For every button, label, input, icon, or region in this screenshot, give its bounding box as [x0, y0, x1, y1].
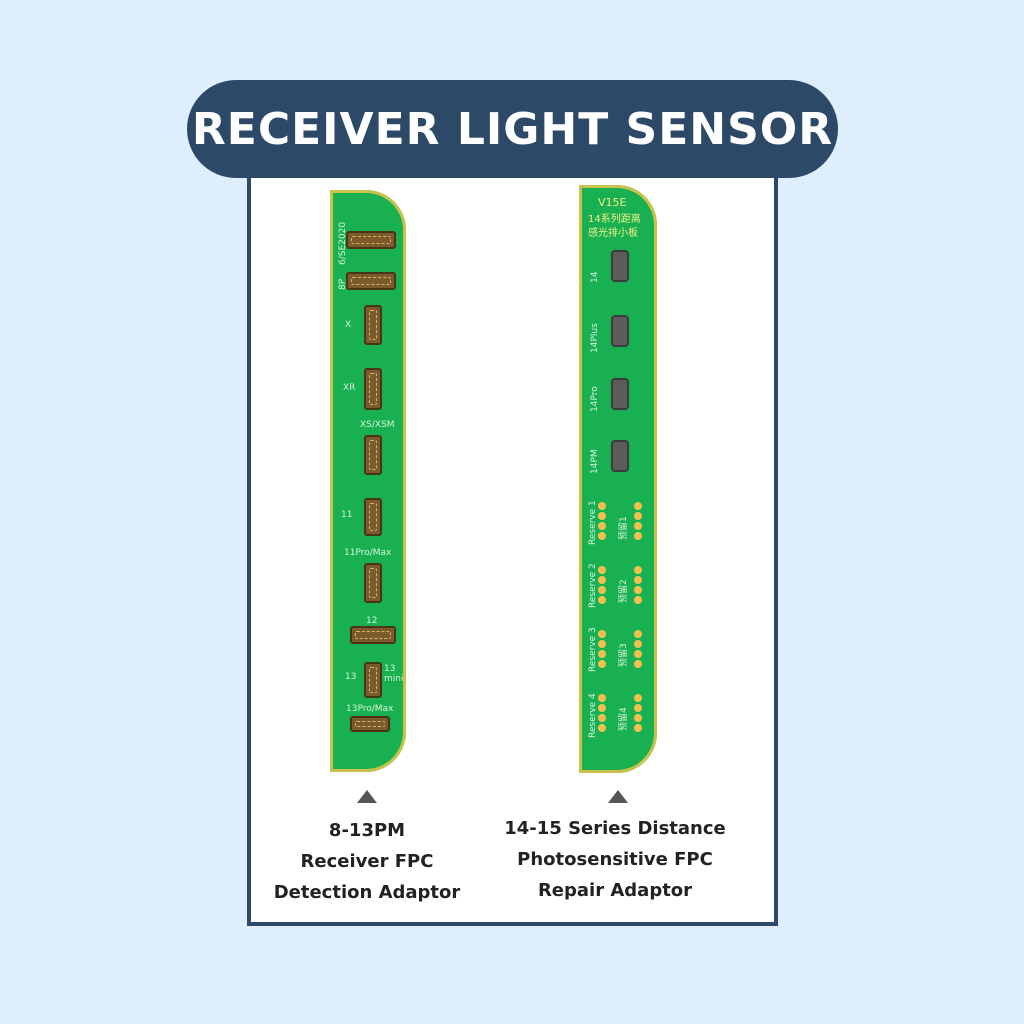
board-label: 6/SE2020: [338, 221, 348, 265]
solder-pad: [634, 630, 642, 638]
left-caption: 8-13PM Receiver FPC Detection Adaptor: [262, 815, 472, 908]
caption-line: Repair Adaptor: [537, 880, 693, 901]
board-label: X: [345, 320, 352, 330]
board-label: 14Plus: [590, 323, 600, 353]
connector-11pro: [364, 563, 382, 603]
caption-line: Photosensitive FPC: [517, 849, 713, 870]
solder-pad: [598, 502, 606, 510]
board-label: 13Pro/Max: [346, 704, 394, 714]
pad-label: 预留3: [619, 643, 629, 667]
product-panel: [247, 160, 778, 926]
solder-pad: [634, 532, 642, 540]
solder-pad: [598, 630, 606, 638]
solder-pad: [598, 660, 606, 668]
solder-pad: [634, 576, 642, 584]
solder-pad: [598, 724, 606, 732]
board-label: 13 mini: [384, 664, 404, 684]
solder-pad: [598, 694, 606, 702]
caption-line: Receiver FPC: [300, 851, 434, 872]
solder-pad: [598, 714, 606, 722]
solder-pad: [598, 650, 606, 658]
solder-pad: [598, 576, 606, 584]
solder-pad: [634, 502, 642, 510]
page-title: RECEIVER LIGHT SENSOR: [187, 80, 838, 178]
board-label: 11Pro/Max: [344, 548, 392, 558]
board-label: Reserve 4: [588, 693, 598, 738]
solder-pad: [598, 596, 606, 604]
slot-14pm: [611, 440, 629, 472]
connector-x: [364, 305, 382, 345]
board-label: Reserve 1: [588, 500, 598, 545]
connector-13pro: [350, 716, 390, 732]
up-arrow-icon: [608, 790, 628, 803]
board-label: Reserve 3: [588, 627, 598, 672]
board-label: 11: [341, 510, 353, 520]
right-caption: 14-15 Series Distance Photosensitive FPC…: [495, 813, 735, 906]
slot-14: [611, 250, 629, 282]
solder-pad: [598, 704, 606, 712]
caption-line: Detection Adaptor: [273, 882, 461, 903]
connector-12: [350, 626, 396, 644]
solder-pad: [634, 714, 642, 722]
connector-6se: [346, 231, 396, 249]
connector-8p: [346, 272, 396, 290]
solder-pad: [634, 596, 642, 604]
connector-xs: [364, 435, 382, 475]
pad-label: 预留2: [619, 579, 629, 603]
solder-pad: [598, 586, 606, 594]
board-header: 14系列距离: [588, 214, 641, 225]
pad-label: 预留4: [619, 707, 629, 731]
board-label: XS/XSM: [360, 420, 395, 430]
solder-pad: [598, 532, 606, 540]
board-label: 13: [345, 672, 357, 682]
board-label: 14: [590, 271, 600, 283]
caption-line: 14-15 Series Distance: [504, 818, 726, 839]
pad-label: 预留1: [619, 516, 629, 540]
solder-pad: [634, 660, 642, 668]
board-label: 14Pro: [590, 386, 600, 412]
connector-13: [364, 662, 382, 698]
solder-pad: [598, 566, 606, 574]
connector-11: [364, 498, 382, 536]
board-label: 14PM: [590, 449, 600, 474]
up-arrow-icon: [357, 790, 377, 803]
connector-xr: [364, 368, 382, 410]
solder-pad: [634, 586, 642, 594]
solder-pad: [634, 512, 642, 520]
board-label: 8P: [338, 278, 348, 290]
solder-pad: [634, 694, 642, 702]
distance-photosensitive-repair-board: [579, 185, 657, 773]
board-label: 12: [366, 616, 378, 626]
caption-line: 8-13PM: [328, 820, 406, 841]
board-label: Reserve 2: [588, 563, 598, 608]
solder-pad: [634, 650, 642, 658]
solder-pad: [634, 724, 642, 732]
slot-14pro: [611, 378, 629, 410]
solder-pad: [634, 566, 642, 574]
board-header: V15E: [598, 196, 627, 209]
solder-pad: [634, 704, 642, 712]
solder-pad: [598, 640, 606, 648]
solder-pad: [634, 522, 642, 530]
solder-pad: [598, 512, 606, 520]
slot-14plus: [611, 315, 629, 347]
solder-pad: [634, 640, 642, 648]
board-header: 感光排小板: [588, 228, 638, 239]
solder-pad: [598, 522, 606, 530]
board-label: XR: [343, 383, 356, 393]
